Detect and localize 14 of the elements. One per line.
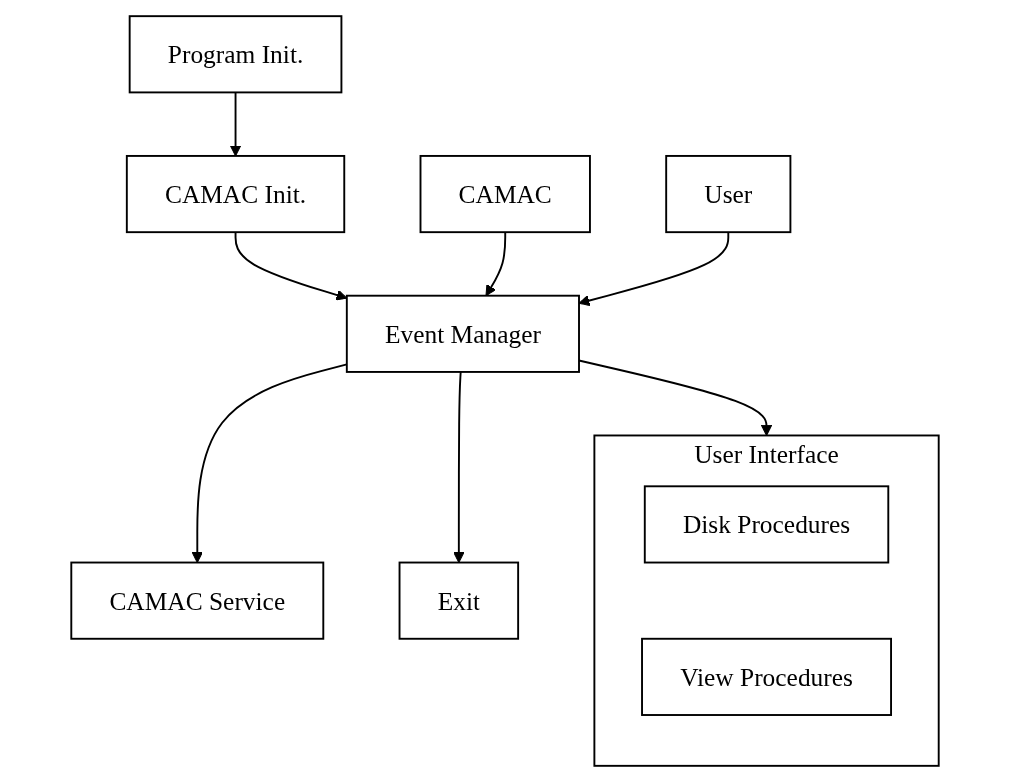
node-box: Event Manager: [345, 294, 580, 373]
arrow: [485, 230, 506, 296]
node-box: Disk Procedures: [643, 484, 889, 563]
node-box: CAMAC Init.: [125, 154, 345, 233]
node-box: View Procedures: [640, 637, 892, 716]
node-box: Exit: [398, 561, 519, 640]
node-box: Program Init.: [128, 14, 342, 93]
arrow: [452, 370, 464, 563]
arrow: [578, 230, 729, 306]
node-box: CAMAC: [419, 154, 591, 233]
node-box: CAMAC Service: [69, 561, 324, 640]
arrow: [229, 90, 241, 156]
node-box: User: [664, 154, 791, 233]
arrow: [234, 230, 347, 300]
